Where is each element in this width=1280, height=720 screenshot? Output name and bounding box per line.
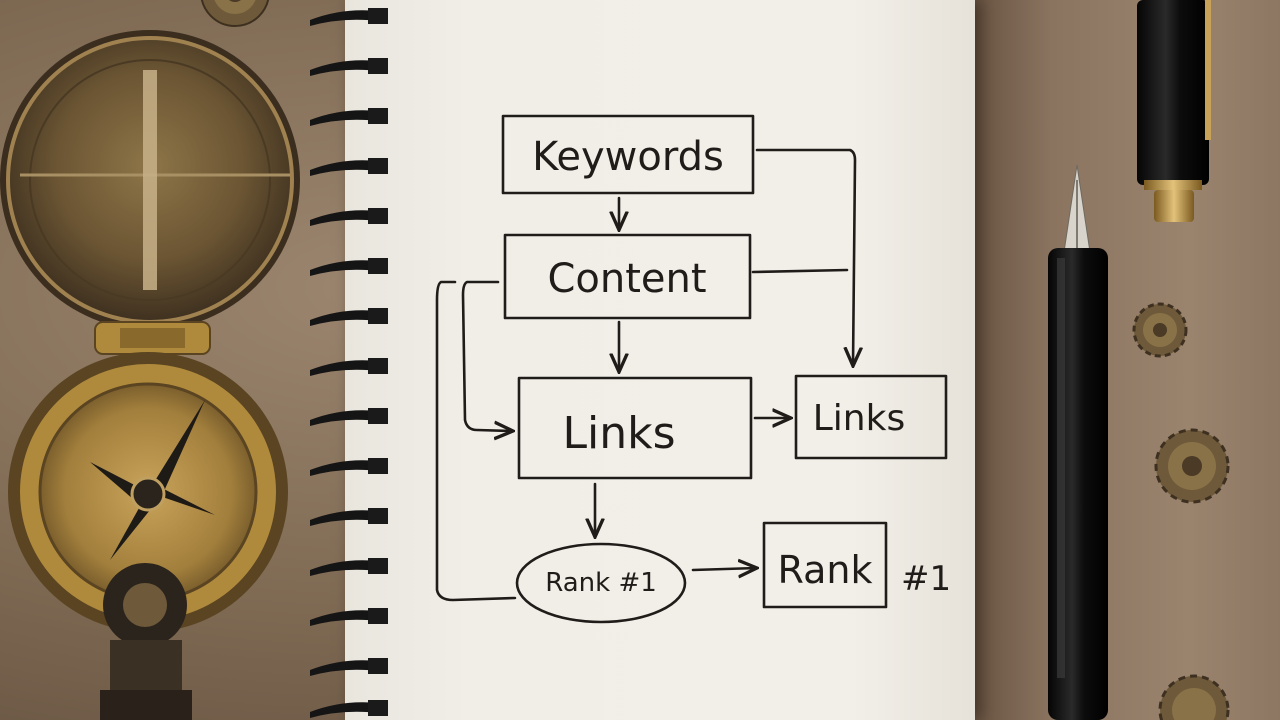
links-side-box — [794, 374, 948, 460]
label-rank-box: Rank — [778, 548, 873, 592]
label-rank-number: #1 — [901, 559, 951, 599]
line-content-right — [751, 268, 849, 274]
links-main-box — [517, 376, 753, 480]
coil-icon — [310, 208, 388, 226]
coil-icon — [310, 658, 388, 676]
coil-icon — [310, 58, 388, 76]
coil-icon — [310, 508, 388, 526]
compass-icon — [0, 30, 300, 720]
keywords-box — [501, 114, 755, 195]
coil-icon — [310, 408, 388, 426]
desk-surface — [975, 0, 1280, 720]
coil-icon — [310, 608, 388, 626]
label-content: Content — [547, 256, 706, 302]
arrow-content-links-loop — [461, 280, 513, 431]
fountain-pen-icon — [1048, 0, 1211, 720]
content-box — [503, 233, 752, 320]
coil-icon — [310, 308, 388, 326]
label-rank-oval: Rank #1 — [545, 568, 657, 598]
coil-icon — [310, 700, 388, 718]
label-links-main: Links — [562, 408, 675, 459]
rank-oval — [515, 542, 687, 624]
gear-icon — [200, 0, 270, 27]
gear-icon — [1154, 428, 1230, 504]
label-links-side: Links — [813, 398, 905, 439]
arrow-keywords-links-side — [755, 148, 855, 366]
rank-box — [762, 521, 888, 609]
coil-icon — [310, 358, 388, 376]
gears-decoration — [1132, 302, 1230, 720]
coil-icon — [310, 8, 388, 26]
coil-icon — [310, 258, 388, 276]
pen-cap-icon — [1137, 0, 1211, 222]
line-content-rank-loop — [435, 280, 517, 602]
coil-icon — [310, 458, 388, 476]
flowchart-diagram: Keywords Content Links Links Rank #1 Ran… — [435, 114, 951, 624]
coil-icon — [310, 558, 388, 576]
arrow-rank-rank — [691, 568, 757, 570]
gear-icon — [1132, 302, 1188, 358]
coil-icon — [310, 108, 388, 126]
label-keywords: Keywords — [532, 134, 724, 180]
gear-icon — [1158, 674, 1230, 720]
coil-icon — [310, 158, 388, 176]
